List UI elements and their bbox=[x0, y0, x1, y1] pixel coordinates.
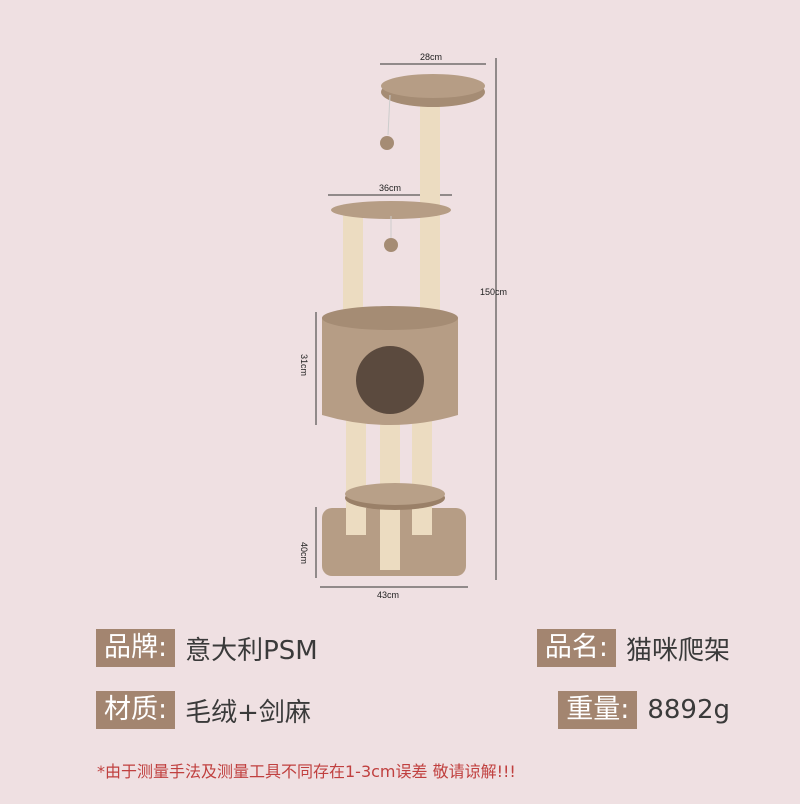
dim-top-width: 28cm bbox=[420, 52, 443, 62]
name-label: 品名: bbox=[536, 629, 616, 667]
toy-ball bbox=[384, 238, 398, 252]
mid-platform bbox=[331, 201, 451, 219]
dim-base-width: 43cm bbox=[377, 590, 400, 600]
house-entrance bbox=[356, 346, 424, 414]
dim-base-height: 40cm bbox=[299, 541, 310, 565]
dimension-lines bbox=[315, 58, 497, 588]
brand-value: 意大利PSM bbox=[185, 635, 318, 666]
name-value: 猫咪爬架 bbox=[625, 635, 730, 666]
dim-house-height: 31cm bbox=[299, 353, 310, 377]
name-spec: 品名: 猫咪爬架 bbox=[536, 629, 730, 667]
dim-mid-width: 36cm bbox=[379, 183, 402, 193]
sisal-post bbox=[412, 420, 432, 535]
round-step bbox=[345, 483, 445, 505]
weight-value: 8892g bbox=[647, 695, 730, 725]
spec-row-1: 品牌: 意大利PSM 品名: 猫咪爬架 bbox=[96, 629, 730, 667]
sisal-post bbox=[343, 210, 363, 322]
spec-row-2: 材质: 毛绒+剑麻 重量: 8892g bbox=[96, 691, 730, 729]
material-spec: 材质: 毛绒+剑麻 bbox=[96, 691, 311, 729]
material-label: 材质: bbox=[96, 691, 176, 729]
sisal-post bbox=[346, 420, 366, 535]
brand-spec: 品牌: 意大利PSM bbox=[96, 629, 318, 667]
house-top bbox=[322, 306, 458, 330]
weight-label: 重量: bbox=[558, 691, 638, 729]
brand-label: 品牌: bbox=[96, 629, 176, 667]
toy-ball bbox=[380, 136, 394, 150]
material-value: 毛绒+剑麻 bbox=[185, 697, 311, 728]
dim-total-height: 150cm bbox=[480, 287, 508, 297]
weight-spec: 重量: 8892g bbox=[558, 691, 730, 729]
measurement-note: *由于测量手法及测量工具不同存在1-3cm误差 敬请谅解!!! bbox=[97, 762, 516, 781]
